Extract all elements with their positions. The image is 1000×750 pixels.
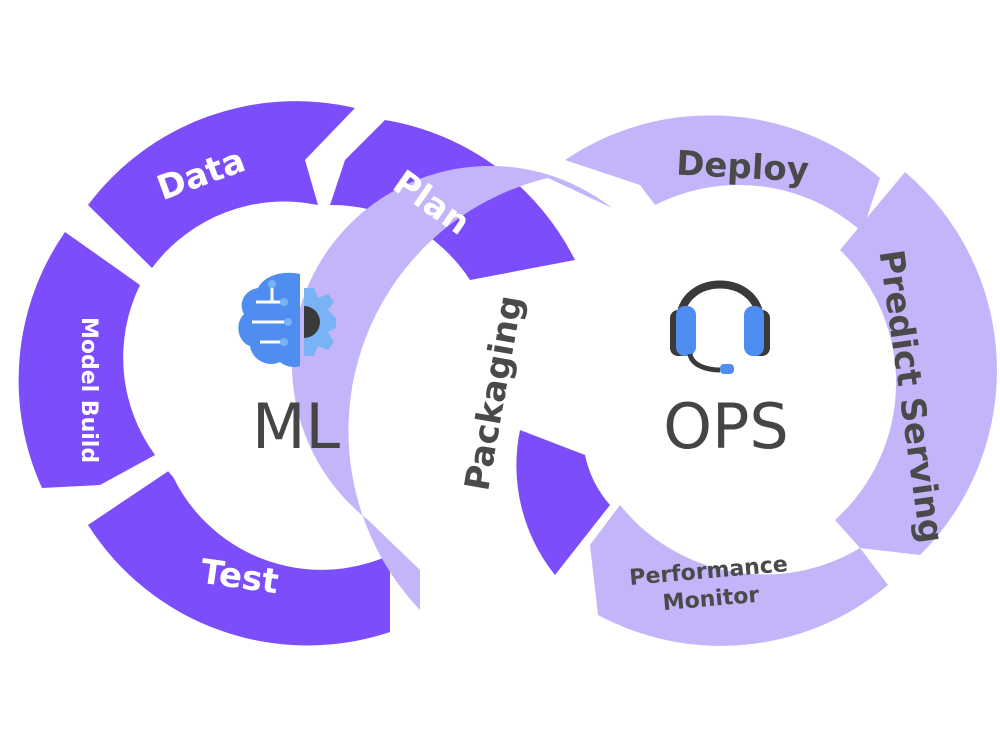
ml-cycle	[18, 101, 610, 646]
ops-center-label: OPS	[663, 390, 789, 463]
ops-segment-deploy	[565, 115, 880, 232]
ml-segment-data	[88, 101, 355, 268]
ops-segment-predict-serving	[835, 172, 997, 555]
ml-segment-connector	[516, 430, 610, 575]
brain-gear-icon	[238, 272, 336, 367]
headset-icon	[670, 280, 770, 374]
ml-center-label: ML	[252, 390, 340, 463]
ops-segment-packaging	[291, 165, 612, 611]
ops-center	[580, 235, 860, 515]
stage-label-model-build: Model Build	[76, 317, 101, 463]
stage-label-deploy: Deploy	[675, 144, 810, 191]
ml-segment-model-build	[18, 232, 155, 488]
ops-segment-performance-monitor	[590, 505, 888, 646]
ml-segment-test	[88, 470, 390, 646]
ops-cycle	[291, 115, 997, 646]
